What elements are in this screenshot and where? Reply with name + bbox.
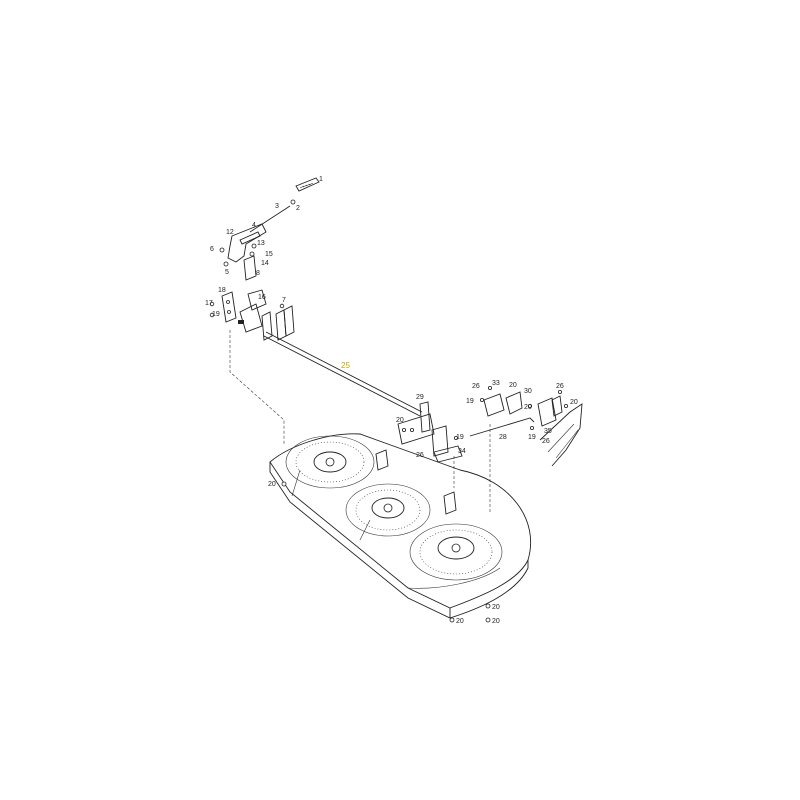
- callout-35: 35: [544, 428, 552, 435]
- callout-7: 7: [282, 297, 286, 304]
- callout-17: 17: [205, 300, 213, 307]
- callout-20-far-right: 20: [570, 399, 578, 406]
- callout-19-center: 19: [456, 434, 464, 441]
- bolt-20-bottom-left: [449, 617, 455, 623]
- spring-washer: [290, 199, 296, 205]
- callout-1: 1: [319, 176, 323, 183]
- callout-8: 8: [256, 270, 260, 277]
- bolt-7: [279, 303, 285, 309]
- pivot-post: [261, 311, 273, 341]
- callout-25: 25: [341, 361, 350, 370]
- bracket-35: [537, 397, 557, 427]
- center-right-brackets: [397, 401, 463, 463]
- callout-26-right: 26: [556, 383, 564, 390]
- callout-2: 2: [296, 205, 300, 212]
- left-mount-brackets: [209, 289, 295, 341]
- plate-16: [247, 289, 267, 311]
- callout-33: 33: [492, 380, 500, 387]
- bracket-34: [431, 425, 449, 457]
- callout-15: 15: [265, 251, 273, 258]
- callout-4: 4: [252, 222, 256, 229]
- spindle-left: [285, 435, 375, 489]
- alignment-guides: [229, 330, 491, 512]
- deck-shell: [269, 433, 532, 609]
- lift-lever-assembly: [219, 177, 320, 281]
- callout-26-upper: 26: [472, 383, 480, 390]
- right-linkage: [469, 385, 583, 467]
- bolt-20-left: [281, 481, 287, 487]
- callout-16: 16: [258, 294, 266, 301]
- callout-20-deck-bottom-right: 20: [492, 618, 500, 625]
- bracket-30: [505, 391, 523, 415]
- bracket-18: [221, 291, 237, 323]
- callout-12: 12: [226, 229, 234, 236]
- callout-13: 13: [257, 240, 265, 247]
- callout-30: 30: [524, 388, 532, 395]
- callout-20-upper: 20: [509, 382, 517, 389]
- lever-link-plate: [243, 255, 257, 281]
- callout-34: 34: [458, 448, 466, 455]
- callout-20-deck-left: 20: [268, 481, 276, 488]
- callout-6: 6: [210, 246, 214, 253]
- bolt-20-right: [485, 603, 491, 609]
- callout-19-far-right: 19: [528, 434, 536, 441]
- callout-5: 5: [225, 269, 229, 276]
- callout-26-lower: 26: [542, 438, 550, 445]
- callout-20-deck-bottom-left: 20: [456, 618, 464, 625]
- discharge-chute-outline: [539, 403, 583, 467]
- callout-labels: 1 2 3 4 12 6 13 15 14 5 8 18 16 7 17 19 …: [205, 176, 578, 625]
- mower-deck-housing: [269, 433, 532, 623]
- lift-shaft: [263, 331, 423, 417]
- spindle-center: [345, 483, 431, 537]
- deck-mount-post-right: [443, 491, 457, 515]
- lever-handle-grip: [295, 177, 320, 192]
- callout-19-right: 19: [466, 398, 474, 405]
- callout-3: 3: [275, 203, 279, 210]
- spindle-right: [409, 523, 503, 581]
- callout-20-center: 20: [396, 417, 404, 424]
- bolt-6: [219, 247, 225, 253]
- callout-14: 14: [261, 260, 269, 267]
- lever-bracket: [227, 223, 267, 263]
- callout-28: 28: [499, 434, 507, 441]
- lever-rod: [249, 205, 291, 233]
- callout-29: 29: [416, 394, 424, 401]
- callout-20-mid: 20: [524, 404, 532, 411]
- bracket-33: [483, 393, 505, 417]
- callout-19-left: 19: [212, 311, 220, 318]
- bracket-29: [397, 413, 435, 445]
- bolt-20-bottom-right: [485, 617, 491, 623]
- callout-18: 18: [218, 287, 226, 294]
- callout-26-center: 26: [416, 452, 424, 459]
- callout-20-deck-right: 20: [492, 604, 500, 611]
- deck-mount-post-left: [375, 449, 389, 471]
